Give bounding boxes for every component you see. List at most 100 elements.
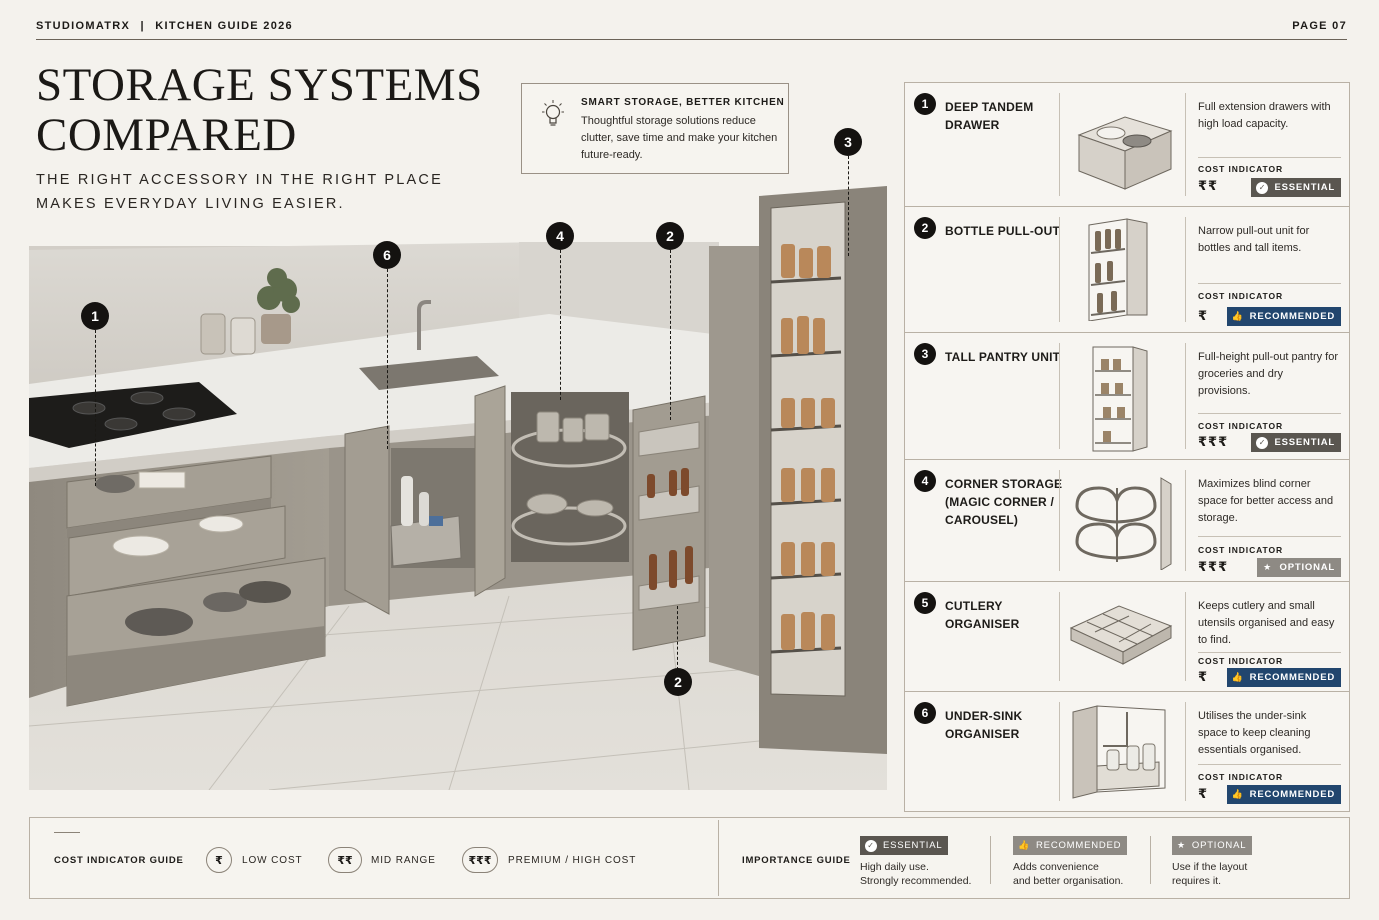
thumbs-up-icon: 👍 [1018,840,1031,850]
cost-label-low: LOW COST [242,855,303,866]
header-divider: | [140,20,145,32]
item-name: CORNER STORAGE (MAGIC CORNER / CAROUSEL) [945,477,1063,527]
scene-marker-2[interactable]: 2 [656,222,684,250]
subtitle-line-2: MAKES EVERYDAY LIVING EASIER. [36,196,345,212]
thumbs-up-icon: 👍 [1231,789,1244,799]
cost-label-mid: MID RANGE [371,855,436,866]
kitchen-drawing [28,186,887,791]
leader-line-1 [95,330,96,486]
scene-marker-4[interactable]: 4 [546,222,574,250]
item-name: DEEP TANDEM DRAWER [945,100,1034,132]
row-divider [1185,702,1186,801]
legend-desc-line: requires it. [1172,875,1222,887]
page-number: PAGE 07 [1292,20,1347,32]
essential-badge: ✓ ESSENTIAL [860,836,949,855]
check-icon: ✓ [1256,436,1269,449]
cost-label: COST INDICATOR [1198,164,1284,174]
item-name: BOTTLE PULL-OUT [945,224,1060,238]
optional-badge: ★ OPTIONAL [1256,558,1341,577]
scene-marker-6[interactable]: 6 [373,241,401,269]
star-icon: ★ [1263,562,1272,572]
badge-label: ESSENTIAL [883,840,943,851]
item-description: Maximizes blind corner space for better … [1198,478,1334,524]
cost-guide-title: COST INDICATOR GUIDE [54,855,184,866]
check-icon: ✓ [1256,181,1269,194]
storage-comparison-table: 1 DEEP TANDEM DRAWER Full extension draw… [904,82,1350,812]
row-number: 2 [914,217,936,239]
scene-marker-2-lower[interactable]: 2 [664,668,692,696]
recommended-badge: 👍 RECOMMENDED [1226,668,1341,687]
legend-bar: COST INDICATOR GUIDE ₹ LOW COST ₹₹ MID R… [29,817,1350,899]
table-row: 5 CUTLERY ORGANISER Keeps cutlery and sm… [905,582,1349,692]
item-description: Narrow pull-out unit for bottles and tal… [1198,225,1310,254]
under-sink-icon [1072,705,1166,799]
cost-value: ₹ [1198,669,1209,684]
cost-label: COST INDICATOR [1198,421,1284,431]
leader-line-6 [387,269,388,449]
cost-divider [1198,157,1341,158]
cost-divider [1198,536,1341,537]
pantry-icon [1092,346,1148,452]
legend-desc-line: Adds convenience [1013,861,1099,873]
item-name: TALL PANTRY UNIT [945,350,1061,364]
leader-line-2 [670,250,671,420]
legend-accent-line [54,832,80,833]
cost-value: ₹ [1198,308,1209,323]
drawer-icon [1077,116,1173,190]
recommended-badge: 👍 RECOMMENDED [1013,836,1128,855]
cost-divider [1198,283,1341,284]
cost-value: ₹ [1198,786,1209,801]
row-divider [1185,470,1186,571]
cost-value: ₹₹ [1198,178,1219,193]
tip-text: Thoughtful storage solutions reduce clut… [581,115,778,161]
subtitle-line-1: THE RIGHT ACCESSORY IN THE RIGHT PLACE [36,172,443,188]
row-number: 5 [914,592,936,614]
carousel-icon [1075,477,1172,570]
cost-label: COST INDICATOR [1198,291,1284,301]
lightbulb-icon [542,100,564,126]
row-number: 3 [914,343,936,365]
brand-name: STUDIOMATRX [36,20,131,32]
row-divider [1185,343,1186,449]
legend-separator [1150,836,1151,884]
title-line-1: STORAGE SYSTEMS [36,59,483,111]
header-left: STUDIOMATRX | KITCHEN GUIDE 2026 [36,20,299,39]
item-description: Full-height pull-out pantry for grocerie… [1198,351,1339,397]
essential-badge: ✓ ESSENTIAL [1251,178,1341,197]
badge-label: OPTIONAL [1279,562,1335,573]
page-subtitle: THE RIGHT ACCESSORY IN THE RIGHT PLACE M… [36,168,456,216]
scene-marker-3[interactable]: 3 [834,128,862,156]
cost-label: COST INDICATOR [1198,772,1284,782]
cost-label: COST INDICATOR [1198,545,1284,555]
tip-box: SMART STORAGE, BETTER KITCHEN Thoughtful… [521,83,789,174]
cost-symbol-mid: ₹₹ [328,847,362,873]
star-icon: ★ [1177,840,1186,850]
badge-label: ESSENTIAL [1274,437,1335,448]
tip-title: SMART STORAGE, BETTER KITCHEN [581,97,785,108]
row-divider [1059,217,1060,322]
leader-line-2b [677,606,678,670]
row-divider [1185,217,1186,322]
row-divider [1059,343,1060,449]
table-row: 2 BOTTLE PULL-OUT Narrow pull-out unit f… [905,207,1349,333]
row-number: 4 [914,470,936,492]
thumbs-up-icon: 👍 [1231,672,1244,682]
cost-label: COST INDICATOR [1198,656,1284,666]
essential-badge: ✓ ESSENTIAL [1251,433,1341,452]
item-description: Full extension drawers with high load ca… [1198,101,1331,130]
table-row: 1 DEEP TANDEM DRAWER Full extension draw… [905,83,1349,207]
table-row: 4 CORNER STORAGE (MAGIC CORNER / CAROUSE… [905,460,1349,582]
essential-description: High daily use. Strongly recommended. [860,860,971,888]
row-number: 6 [914,702,936,724]
scene-marker-1[interactable]: 1 [81,302,109,330]
cutlery-tray-icon [1069,605,1173,665]
cost-divider [1198,413,1341,414]
row-divider [1185,592,1186,681]
row-divider [1059,93,1060,196]
item-name: CUTLERY ORGANISER [945,599,1020,631]
guide-name: KITCHEN GUIDE 2026 [155,20,293,32]
badge-label: RECOMMENDED [1249,672,1335,683]
header-bar: STUDIOMATRX | KITCHEN GUIDE 2026 PAGE 07 [36,20,1347,40]
legend-divider [718,820,719,896]
badge-label: OPTIONAL [1191,840,1247,851]
